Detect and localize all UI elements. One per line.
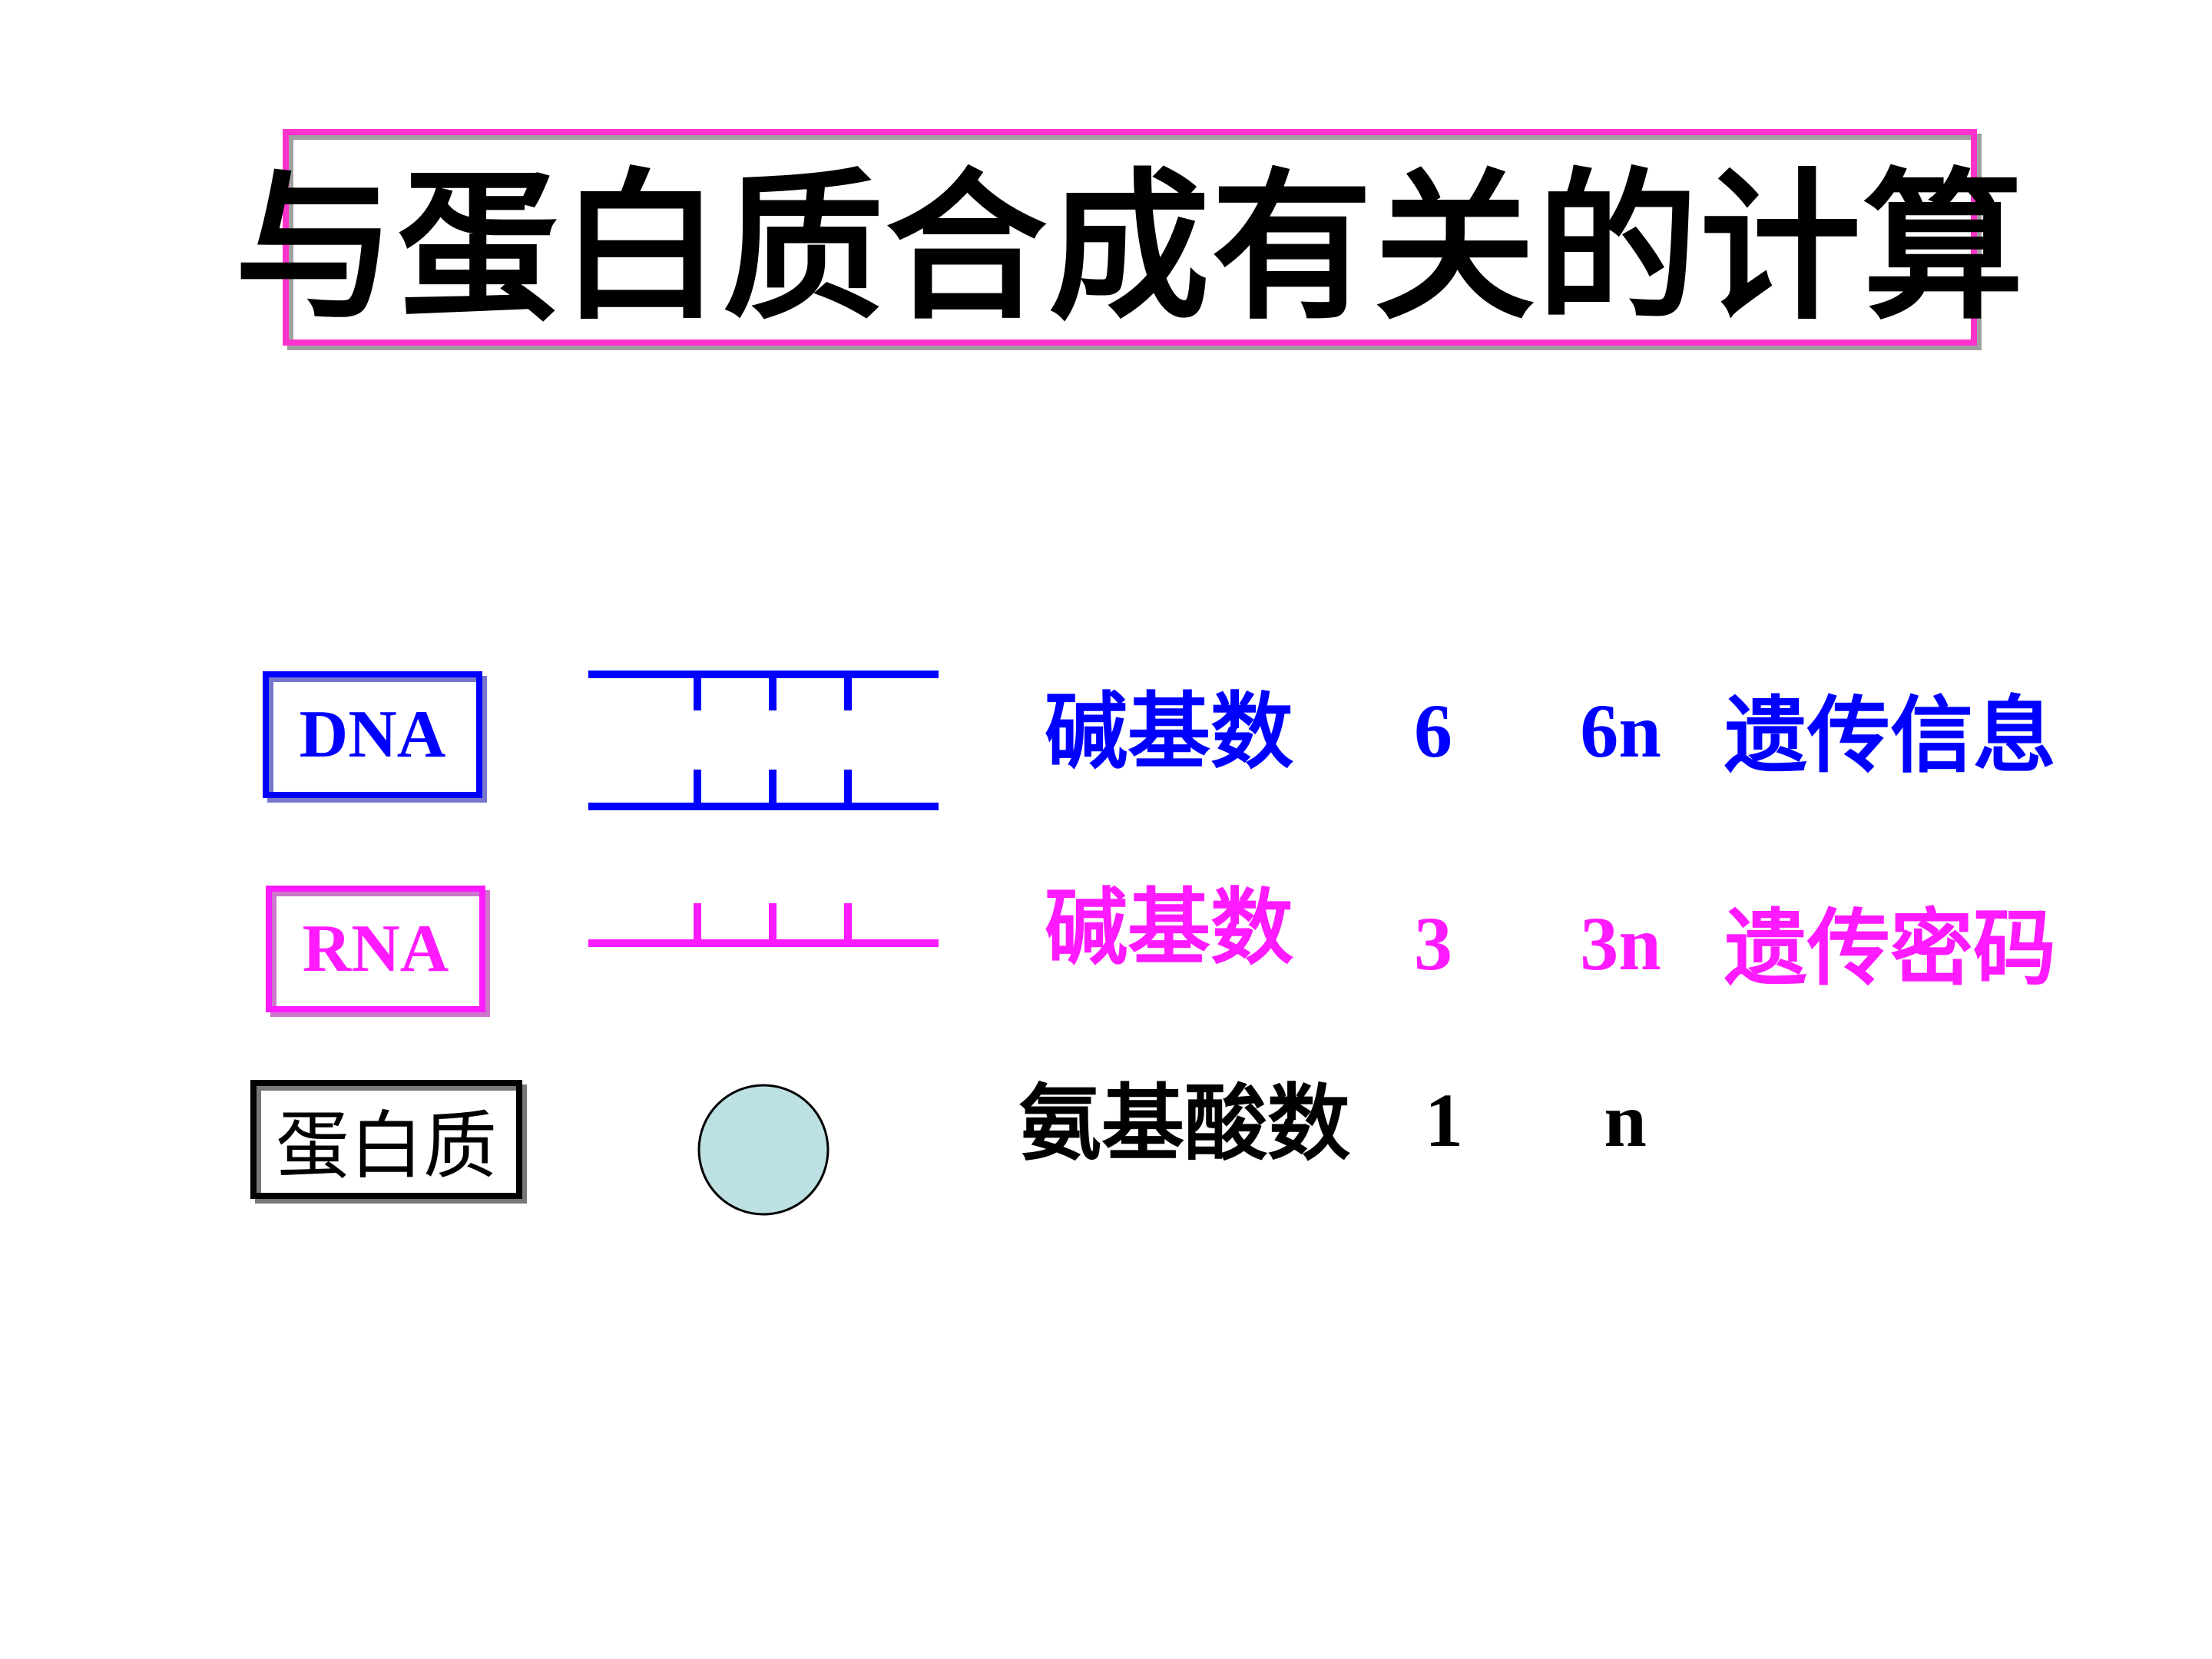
dna-count: 6n bbox=[1580, 688, 1661, 773]
protein-box-shadow bbox=[255, 1084, 527, 1204]
protein-box bbox=[250, 1080, 522, 1199]
protein-row: 蛋白质 氨基酸数 1 n bbox=[250, 1076, 1647, 1216]
title-box-shadow bbox=[287, 134, 1982, 350]
rna-count: 3n bbox=[1580, 901, 1661, 986]
title-group: 与蛋白质合成有关的计算 bbox=[234, 129, 2025, 350]
protein-ratio: 1 bbox=[1425, 1078, 1463, 1163]
dna-quantity-label: 碱基数 bbox=[1045, 684, 1293, 780]
rna-row: RNA 碱基数 3 3n 遗传密码 bbox=[266, 880, 2056, 1017]
rna-single-strand-diagram bbox=[588, 903, 939, 947]
dna-ratio: 6 bbox=[1414, 688, 1452, 773]
rna-ratio: 3 bbox=[1414, 901, 1452, 986]
dna-box-label: DNA bbox=[300, 697, 446, 772]
rna-meaning: 遗传密码 bbox=[1724, 901, 2056, 997]
dna-row: DNA 碱基数 6 6n 遗传信息 bbox=[263, 671, 2056, 810]
protein-quantity-label: 氨基酸数 bbox=[1018, 1076, 1350, 1172]
page-title: 与蛋白质合成有关的计算 bbox=[234, 154, 2025, 342]
title-box bbox=[283, 129, 1977, 346]
rna-box-shadow bbox=[270, 890, 490, 1017]
rna-box-label: RNA bbox=[303, 912, 449, 986]
protein-box-label: 蛋白质 bbox=[276, 1103, 497, 1189]
dna-double-strand-diagram bbox=[588, 671, 939, 810]
dna-meaning: 遗传信息 bbox=[1724, 688, 2056, 784]
amino-acid-circle bbox=[697, 1084, 830, 1216]
dna-box bbox=[263, 671, 482, 798]
rna-box bbox=[266, 886, 485, 1012]
rna-quantity-label: 碱基数 bbox=[1045, 880, 1293, 976]
dna-box-shadow bbox=[267, 676, 487, 803]
protein-count: n bbox=[1604, 1078, 1647, 1163]
